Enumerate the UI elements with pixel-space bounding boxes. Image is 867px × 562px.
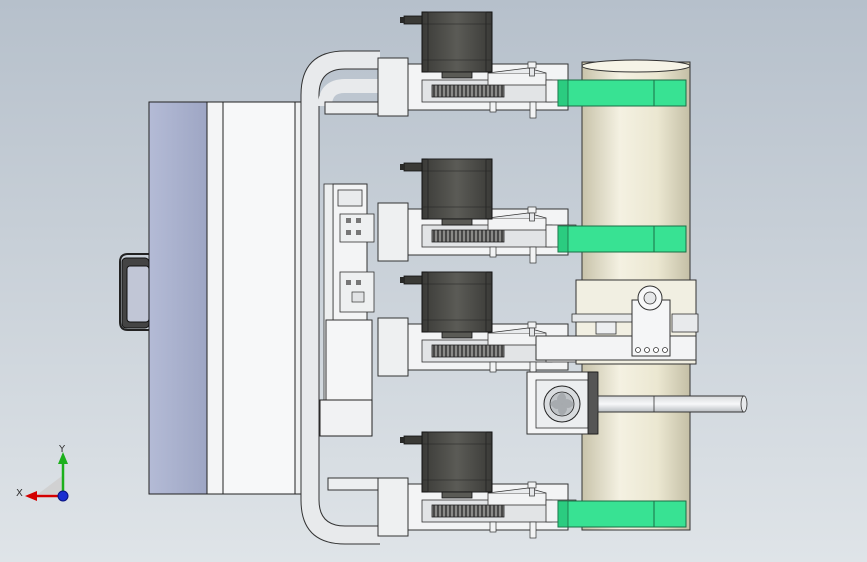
y-axis-label: Y bbox=[58, 444, 66, 455]
axis-triad: X Y bbox=[16, 444, 69, 502]
y-axis-arrow-icon bbox=[58, 452, 68, 464]
sensor-clamp bbox=[535, 279, 699, 365]
fan-unit bbox=[526, 371, 599, 435]
tube-frame bbox=[300, 50, 382, 545]
x-axis-arrow-icon bbox=[25, 491, 37, 501]
carry-handle bbox=[119, 253, 150, 331]
linear-slide bbox=[319, 183, 375, 437]
guide-rod bbox=[597, 395, 748, 413]
z-axis-dot-icon bbox=[57, 490, 69, 502]
x-axis-label: X bbox=[16, 488, 23, 499]
triad-plane bbox=[38, 476, 62, 494]
control-box bbox=[148, 101, 310, 495]
